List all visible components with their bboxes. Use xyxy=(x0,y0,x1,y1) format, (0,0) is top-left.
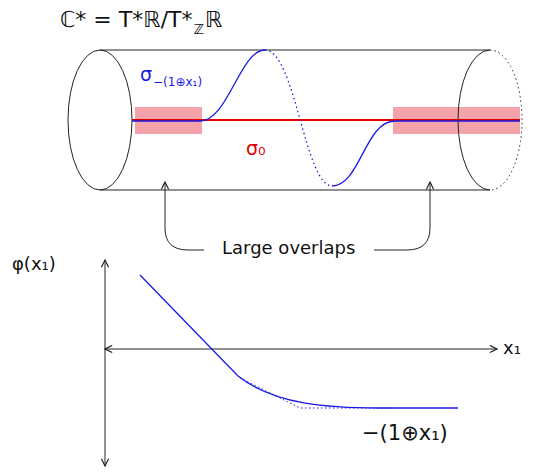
axis-label: φ(x₁) xyxy=(12,254,56,274)
cylinder-end xyxy=(68,50,132,190)
section-curve-back xyxy=(265,50,332,186)
bracket-arrow xyxy=(165,182,166,205)
zero-section-label: σ₀ xyxy=(246,138,266,159)
vertical-axis xyxy=(105,260,106,466)
curve-label: −(1⊕x₁) xyxy=(362,422,448,445)
subscript: ℤ xyxy=(194,22,204,37)
graph-asymptote xyxy=(240,378,392,408)
cylinder-edge xyxy=(100,50,490,51)
axis-label: x₁ xyxy=(503,338,521,358)
section-curve xyxy=(332,121,520,186)
bracket-label: Large overlaps xyxy=(222,238,355,258)
section-subscript: −(1⊕x₁) xyxy=(153,76,202,89)
bracket-arrow xyxy=(430,182,431,205)
horizontal-axis xyxy=(105,349,497,350)
section-label: σ xyxy=(140,64,152,85)
bracket xyxy=(374,205,430,250)
bracket xyxy=(165,205,204,250)
section-curve xyxy=(132,50,265,121)
cylinder-edge xyxy=(100,190,490,191)
title-part: ℝ xyxy=(205,8,222,32)
title: ℂ* = T*ℝ/T* xyxy=(60,8,193,32)
graph-curve xyxy=(140,275,458,408)
